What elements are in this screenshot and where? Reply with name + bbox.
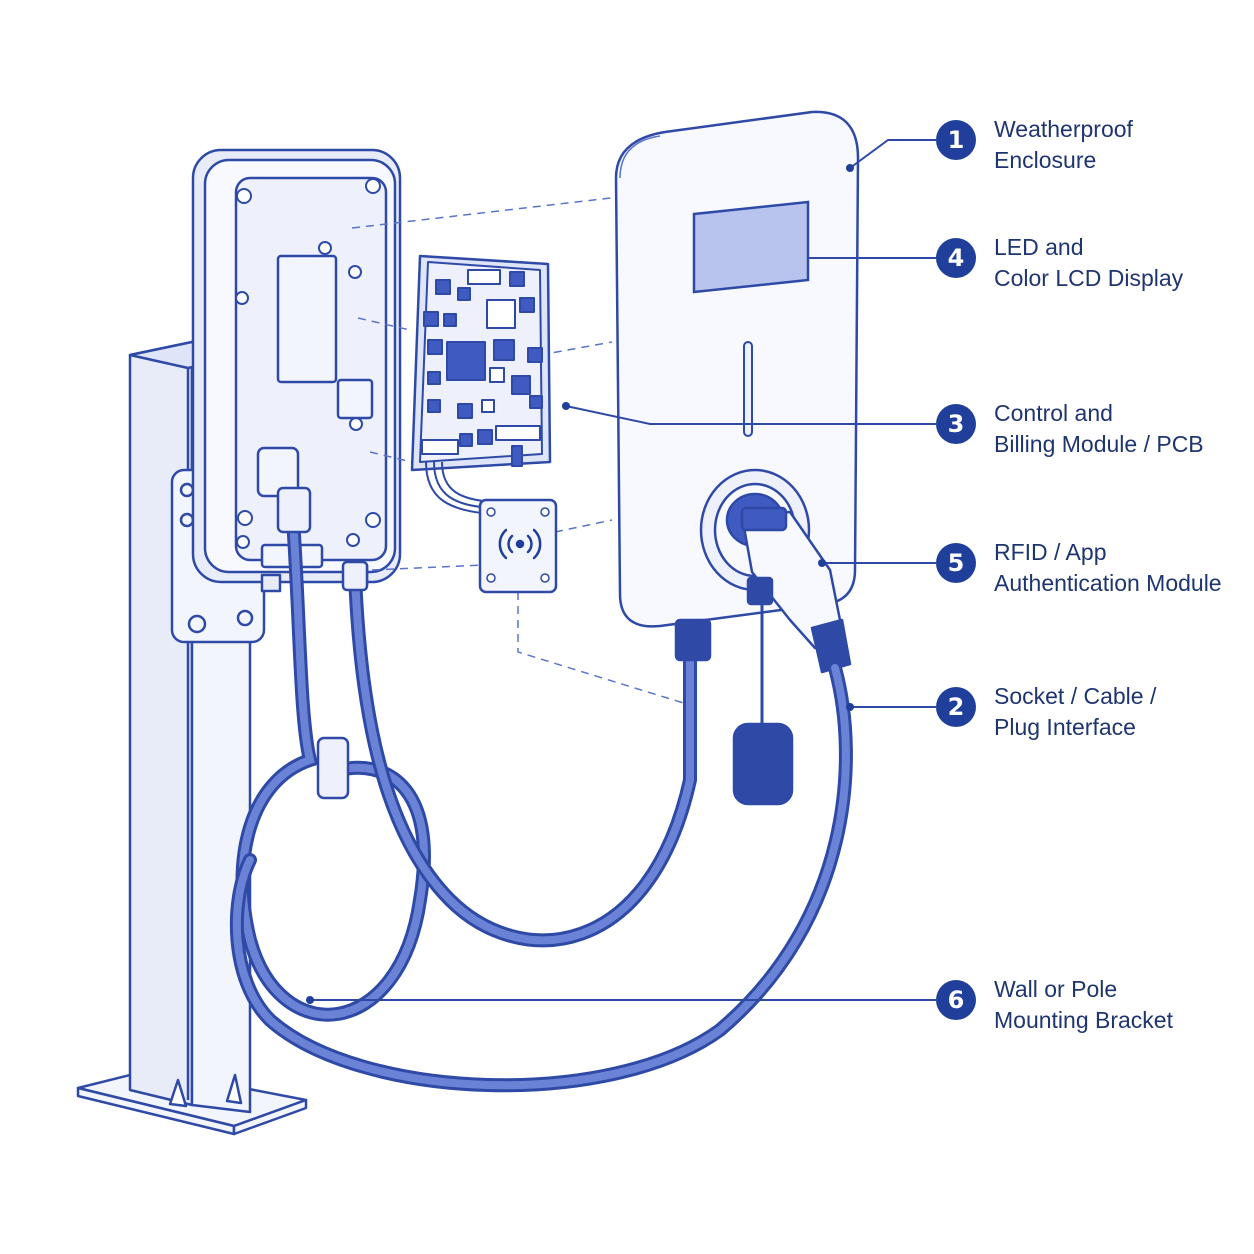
open-enclosure (191, 148, 402, 593)
leader-lines (310, 139, 936, 1001)
callout-number-badge: 5 (936, 543, 976, 583)
callout-number-badge: 2 (936, 687, 976, 727)
cable-gland (674, 618, 712, 662)
callout-socket-cable-plug: 2 Socket / Cable / Plug Interface (936, 683, 1236, 759)
callout-control-billing-pcb: 3 Control and Billing Module / PCB (936, 400, 1236, 476)
callout-label-line2: Enclosure (994, 147, 1097, 173)
charging-plug (732, 506, 852, 806)
callout-mounting-bracket: 6 Wall or Pole Mounting Bracket (936, 976, 1236, 1052)
callout-number-badge: 3 (936, 404, 976, 444)
leader-dots (306, 164, 854, 1004)
callout-label-line1: LED and (994, 234, 1084, 260)
callout-weatherproof-enclosure: 1 Weatherproof Enclosure (936, 116, 1236, 192)
explosion-guides (351, 195, 691, 706)
coiled-cable (235, 513, 697, 1022)
callout-label: Weatherproof Enclosure (994, 114, 1234, 176)
callout-label-line2: Billing Module / PCB (994, 431, 1204, 457)
callout-label-line2: Plug Interface (994, 714, 1136, 740)
callout-label: Control and Billing Module / PCB (994, 398, 1234, 460)
callout-label-line1: RFID / App (994, 539, 1107, 565)
callout-label: LED and Color LCD Display (994, 232, 1234, 294)
socket-cable (229, 661, 853, 1093)
cable-clamp (276, 486, 369, 800)
callout-label-line1: Control and (994, 400, 1113, 426)
led-strip (743, 341, 753, 437)
control-pcb (410, 254, 552, 472)
callout-label: Socket / Cable / Plug Interface (994, 681, 1234, 743)
callout-label-line1: Wall or Pole (994, 976, 1118, 1002)
callout-label: RFID / App Authentication Module (994, 537, 1234, 599)
callout-number-badge: 6 (936, 980, 976, 1020)
callout-number-badge: 1 (936, 120, 976, 160)
lcd-display (692, 200, 810, 294)
callout-label-line1: Socket / Cable / (994, 683, 1157, 709)
callout-rfid-app-authentication: 5 RFID / App Authentication Module (936, 539, 1236, 615)
callout-label-line2: Color LCD Display (994, 265, 1184, 291)
callout-label: Wall or Pole Mounting Bracket (994, 974, 1234, 1036)
callout-led-lcd-display: 4 LED and Color LCD Display (936, 234, 1236, 310)
callout-label-line2: Authentication Module (994, 570, 1222, 596)
callout-label-line1: Weatherproof (994, 116, 1133, 142)
callout-label-line2: Mounting Bracket (994, 1007, 1173, 1033)
callout-number-badge: 4 (936, 238, 976, 278)
contactless-icon (498, 528, 542, 560)
